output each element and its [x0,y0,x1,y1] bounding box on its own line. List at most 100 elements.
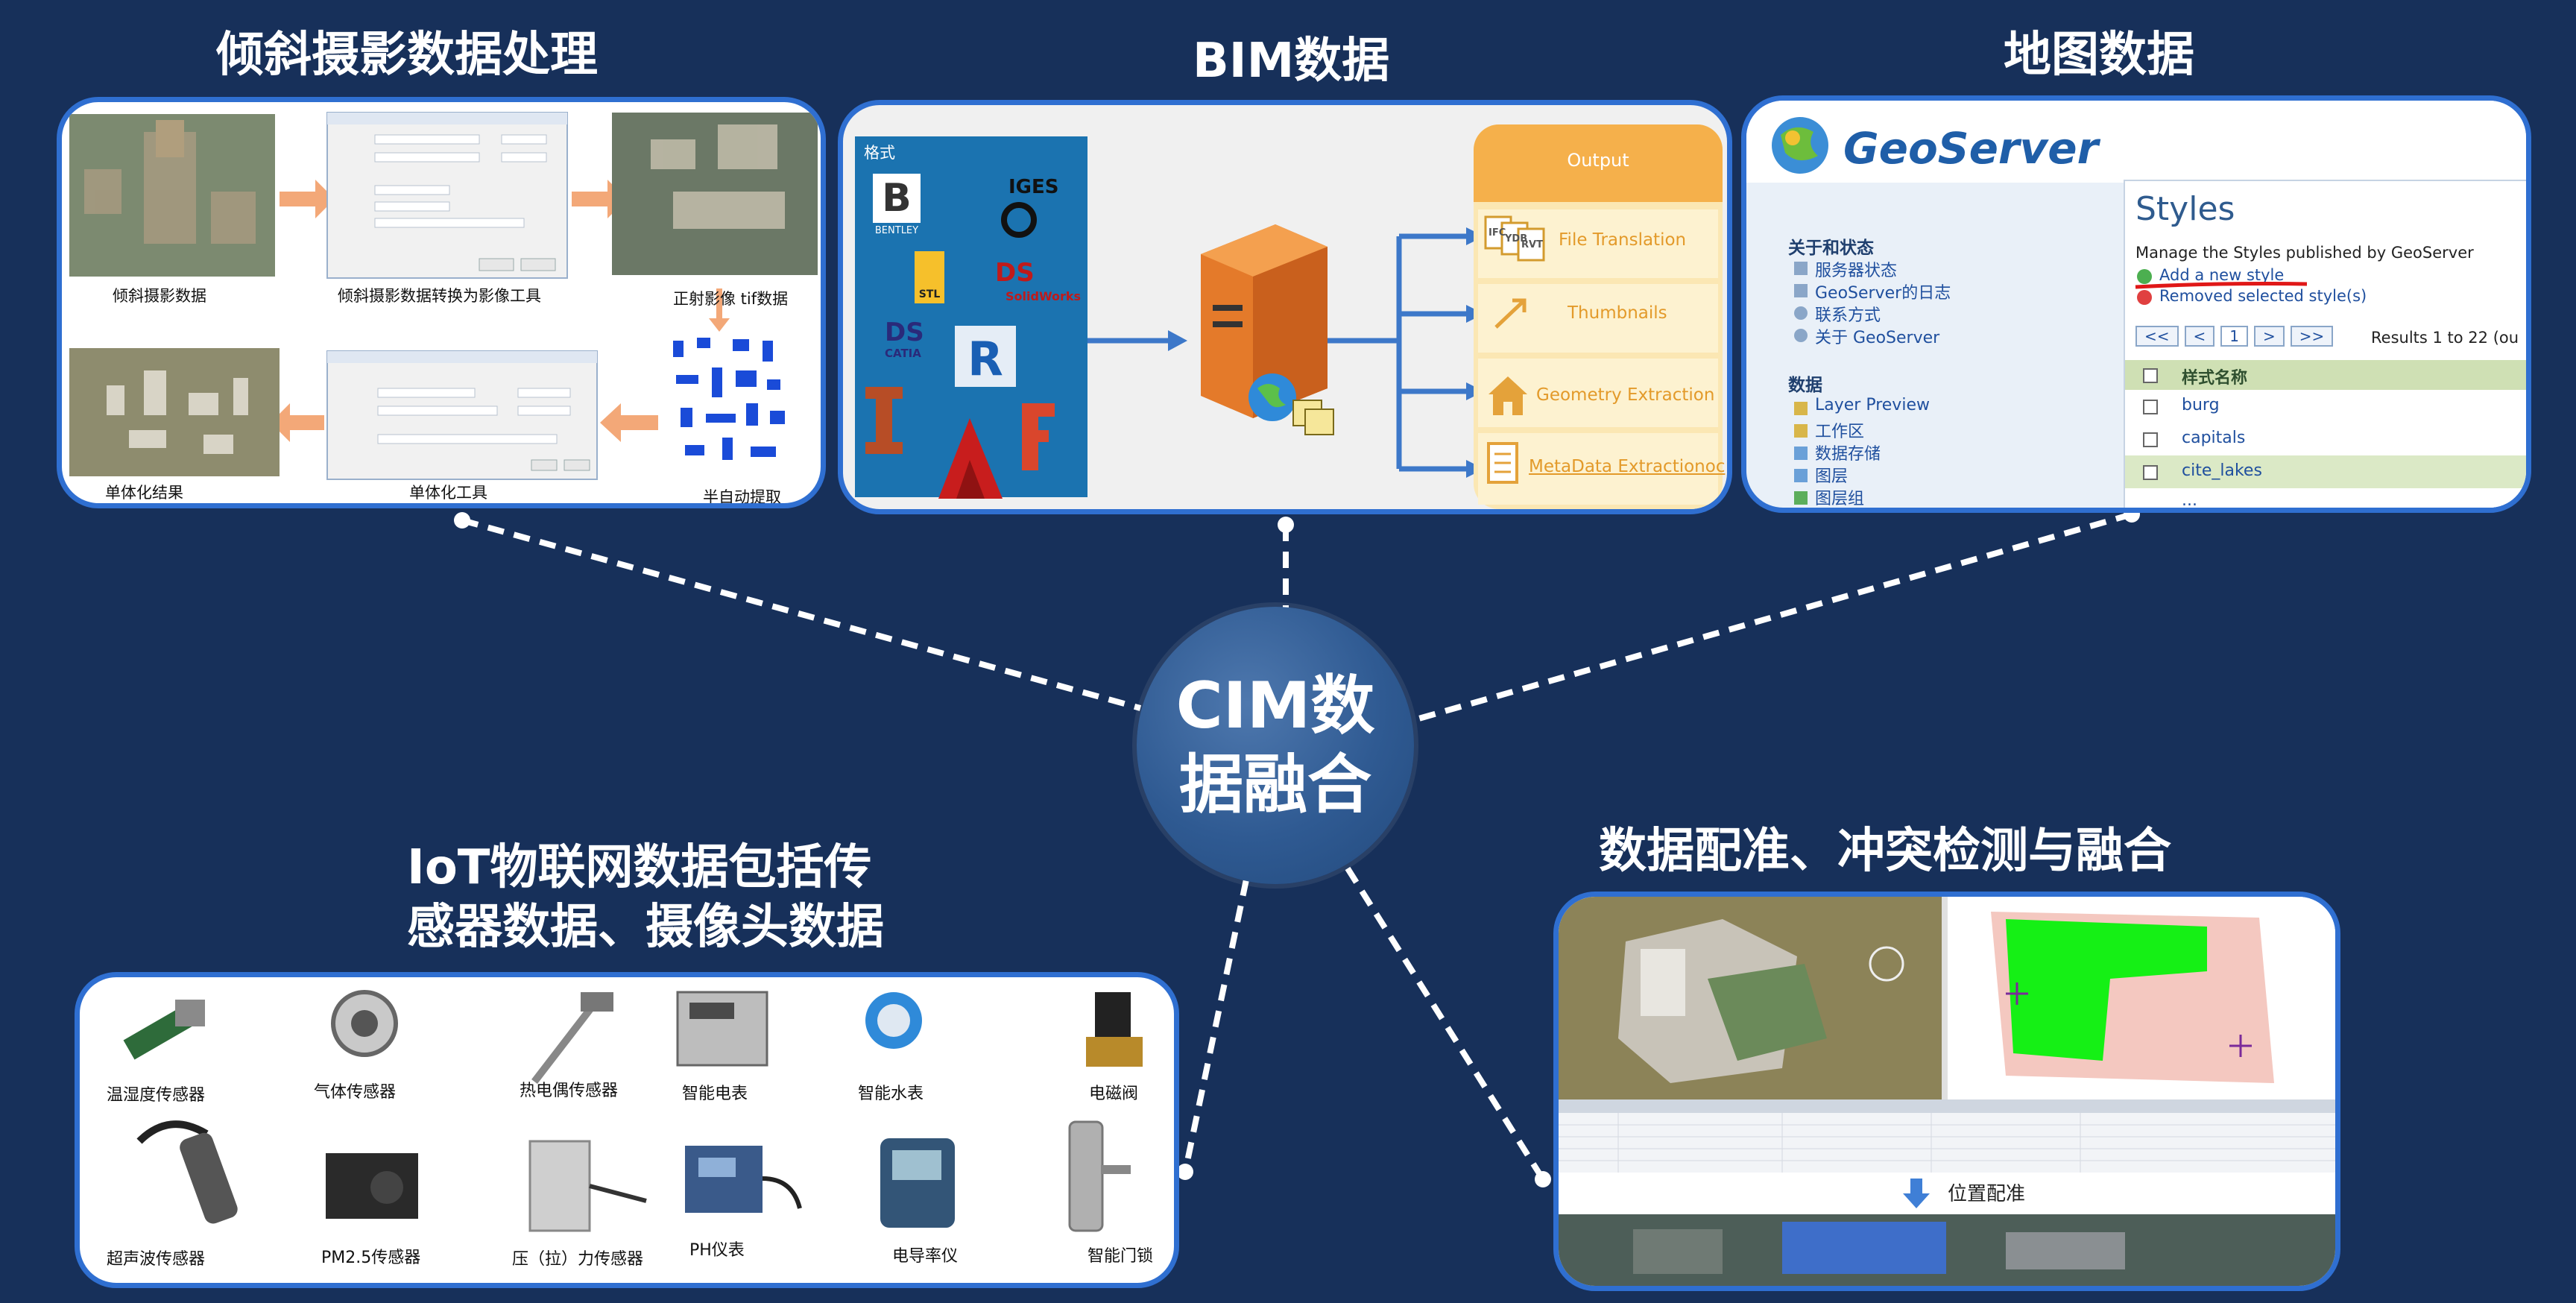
metadata-icon [1487,442,1518,484]
ph-meter-image [685,1146,802,1213]
pressure-sensor-image [528,1140,647,1232]
file-translation-icon [1484,215,1545,262]
label-solenoid-valve: 电磁阀 [1089,1085,1139,1103]
conductivity-meter-image [880,1138,955,1228]
table-row[interactable]: burg [2125,390,2526,423]
table-row[interactable]: cite_lakes [2125,455,2526,488]
smart-lock-image [1068,1120,1131,1232]
label-conductivity-meter: 电导率仪 [892,1247,959,1266]
sidebar-link-stores[interactable]: 数据存储 [1815,445,1881,464]
row-style-name[interactable]: cite_lakes [2182,461,2262,480]
file-tag-ifc: IFC [1489,227,1506,239]
oblique-panel: 倾斜摄影数据 倾斜摄影数据转换为影像工具 正射影像 tif数据 单体化结果 单体… [57,97,826,508]
label-ph-meter: PH仪表 [689,1241,745,1260]
red-underline [2135,282,2308,289]
add-style-link[interactable]: Add a new style [2159,266,2285,284]
pager-last[interactable]: >> [2290,326,2334,347]
row-checkbox[interactable] [2143,400,2158,414]
geometry-icon [1489,376,1527,415]
oblique-workflow-diagram [69,112,818,480]
cim-hub: CIM数 据融合 [1137,607,1414,884]
label-humidity-sensor: 温湿度传感器 [107,1086,206,1105]
caption-convert: 倾斜摄影数据转换为影像工具 [338,287,541,305]
svg-text:DS: DS [995,258,1035,288]
hub-line1: CIM数 [1175,669,1375,743]
styles-pane: Styles Manage the Styles published by Ge… [2124,180,2526,510]
svg-text:R: R [967,332,1003,386]
pager-first[interactable]: << [2135,326,2179,347]
sidebar-heading-data: 数据 [1788,376,1822,395]
files-icon [1292,400,1334,435]
pager-prev[interactable]: < [2184,326,2215,347]
table-row[interactable]: ... [2125,488,2526,510]
sidebar-link-layer-groups[interactable]: 图层组 [1815,490,1865,508]
row-checkbox[interactable] [2143,432,2158,447]
position-registration-label: 位置配准 [1948,1183,2026,1205]
autocad-logo [938,418,1003,499]
catia-logo: DS CATIA [885,318,924,360]
sidebar-link-layers[interactable]: 图层 [1815,467,1849,486]
caption-result: 单体化结果 [105,484,183,502]
label-pressure-sensor: 压（拉）力传感器 [512,1250,644,1269]
header-checkbox[interactable] [2143,368,2158,383]
pager-page[interactable]: 1 [2220,326,2249,347]
output-thumbnails: Thumbnails [1568,303,1667,323]
caption-semi: 半自动提取 [703,488,781,506]
svg-text:STL: STL [919,288,941,300]
ultrasonic-sensor-image [136,1120,238,1224]
svg-text:CATIA: CATIA [885,347,921,360]
sidebar-link-layer-preview[interactable]: Layer Preview [1815,396,1930,414]
bentley-logo: B BENTLEY [873,174,921,236]
iot-title-line2: 感器数据、摄像头数据 [407,900,884,955]
bim-panel: B BENTLEY IGES STL DS SolidWorks DS CATI… [838,100,1732,514]
sidebar-link-logs[interactable]: GeoServer的日志 [1815,284,1951,303]
pager-next[interactable]: > [2254,326,2285,347]
sidebar-link-workspaces[interactable]: 工作区 [1815,423,1865,441]
row-style-name[interactable]: burg [2182,396,2220,414]
output-metadata: MetaData Extractionoc [1529,457,1726,476]
registration-panel: 位置配准 [1553,892,2340,1291]
iot-title-line1: IoT物联网数据包括传 [407,840,872,895]
svg-text:BENTLEY: BENTLEY [875,225,918,236]
iot-panel: 温湿度传感器 气体传感器 热电偶传感器 智能电表 智能水表 电磁阀 超声波传感器… [75,972,1179,1288]
sidebar-link-server-status[interactable]: 服务器状态 [1815,262,1898,280]
sidebar-heading-about: 关于和状态 [1788,239,1874,258]
remove-style-icon [2137,290,2152,305]
bim-title: BIM数据 [1193,34,1390,89]
output-header: Output [1567,150,1629,171]
formats-label: 格式 [864,144,895,162]
styles-table: 样式名称 burg capitals cite_lakes ... [2125,360,2526,510]
stl-logo: STL [915,251,944,303]
add-style-icon [2137,269,2152,284]
sidebar-link-about[interactable]: 关于 GeoServer [1815,329,1940,347]
svg-text:DS: DS [885,318,924,347]
output-file-translation: File Translation [1559,230,1687,250]
thumbnails-icon [1494,298,1527,329]
revit-logo: R [955,326,1016,387]
hub-line2: 据融合 [1179,748,1371,822]
label-ultrasonic-sensor: 超声波传感器 [107,1250,206,1269]
gas-sensor-image [331,990,398,1057]
row-style-name[interactable]: ... [2182,491,2197,510]
label-smart-meter: 智能电表 [682,1085,748,1103]
map-title: 地图数据 [2004,28,2194,83]
row-style-name[interactable]: capitals [2182,429,2246,447]
sidebar-link-contact[interactable]: 联系方式 [1815,306,1881,325]
row-checkbox[interactable] [2143,465,2158,480]
file-tag-rvt: RVT [1521,239,1543,250]
solidworks-logo: DS SolidWorks [995,258,1081,303]
bim-diagram: B BENTLEY IGES STL DS SolidWorks DS CATI… [855,124,1723,509]
svg-text:SolidWorks: SolidWorks [1006,289,1081,303]
remove-style-link[interactable]: Removed selected style(s) [2159,287,2367,305]
label-smart-lock: 智能门锁 [1087,1247,1154,1266]
table-row[interactable]: capitals [2125,423,2526,455]
header-style-name: 样式名称 [2182,369,2248,388]
svg-text:B: B [882,176,912,221]
humidity-sensor-image [123,1000,205,1060]
sidebar-icons [1794,262,1808,505]
smart-meter-image [676,991,768,1067]
semi-extraction-image [673,338,785,460]
label-pm25-sensor: PM2.5传感器 [321,1249,421,1267]
thermocouple-image [531,992,613,1085]
